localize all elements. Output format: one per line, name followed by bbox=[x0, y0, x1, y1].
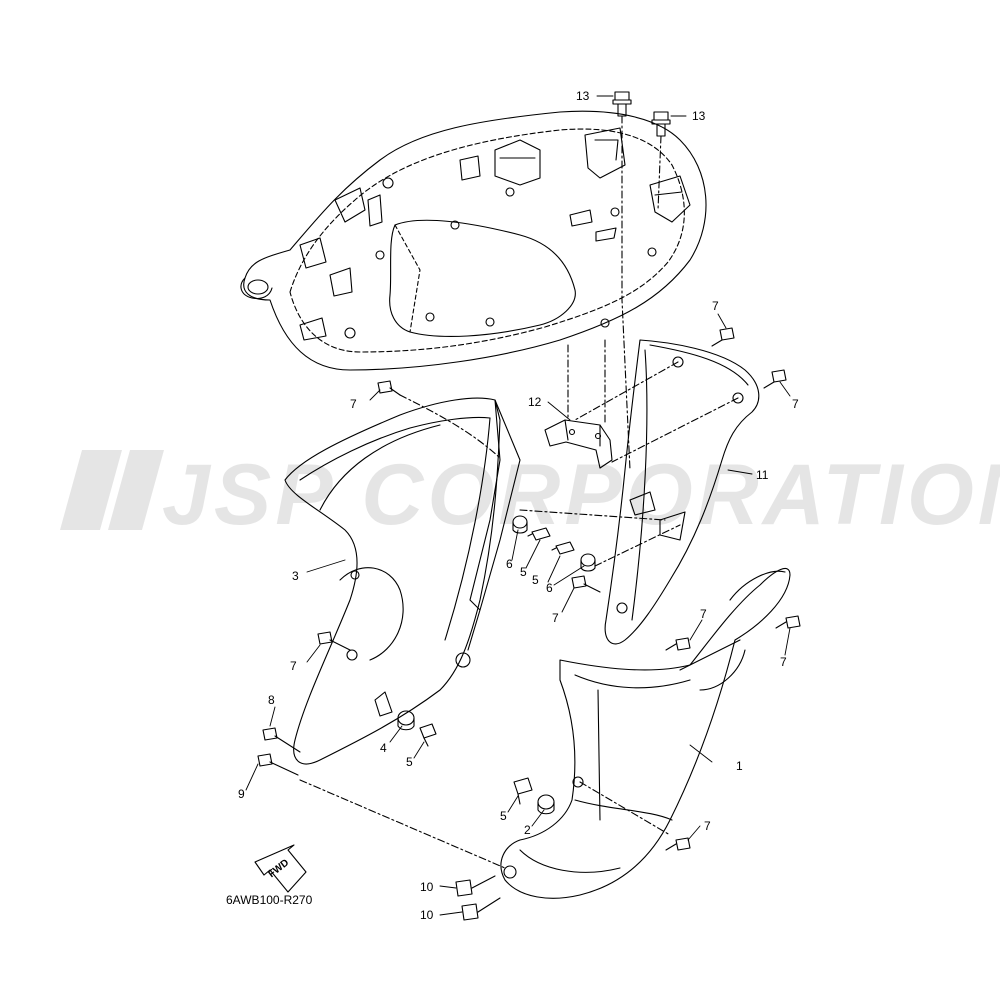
callout-7-bottom-low: 7 bbox=[704, 819, 711, 833]
bottom-cowling-1 bbox=[500, 567, 791, 899]
callout-7-bottom-mid: 7 bbox=[700, 607, 707, 621]
callout-13-right: 13 bbox=[692, 109, 706, 123]
bolt-13-right bbox=[651, 111, 671, 137]
callout-9: 9 bbox=[238, 787, 245, 801]
grommet-6-upper bbox=[512, 515, 528, 534]
side-cover-11 bbox=[604, 339, 760, 645]
grommet-4 bbox=[397, 710, 415, 731]
callout-7-bottom-right: 7 bbox=[780, 655, 787, 669]
bolt-7-top-right-side bbox=[763, 369, 787, 389]
callout-6-lower: 6 bbox=[546, 581, 553, 595]
screw-5-mid bbox=[551, 541, 575, 555]
callout-8: 8 bbox=[268, 693, 275, 707]
callout-1: 1 bbox=[736, 759, 743, 773]
callout-7-top-right: 7 bbox=[712, 299, 719, 313]
grommet-2 bbox=[537, 794, 555, 815]
callout-7-left-lower: 7 bbox=[290, 659, 297, 673]
fwd-label: FWD bbox=[266, 857, 291, 880]
callout-2: 2 bbox=[524, 823, 531, 837]
callout-4: 4 bbox=[380, 741, 387, 755]
clip-10-lower bbox=[461, 897, 501, 921]
bolt-13-left bbox=[612, 91, 632, 117]
bolt-9 bbox=[257, 753, 299, 776]
bolt-7-bottom-right bbox=[775, 615, 801, 629]
callout-5-lower-right: 5 bbox=[500, 809, 507, 823]
screw-5-upper bbox=[527, 527, 551, 541]
callout-labels: 13 13 7 7 7 12 11 3 6 5 5 6 7 7 7 7 4 5 … bbox=[238, 89, 799, 922]
callout-10-upper: 10 bbox=[420, 880, 434, 894]
bolt-7-center bbox=[571, 575, 601, 593]
bolt-7-left-upper bbox=[377, 380, 401, 396]
bracket-12 bbox=[544, 419, 613, 469]
grommet-6-lower bbox=[580, 553, 596, 572]
diagram-code: 6AWB100-R270 bbox=[226, 893, 313, 907]
bolt-7-bottom-mid bbox=[665, 637, 691, 651]
side-cover-3 bbox=[284, 397, 521, 765]
callout-11: 11 bbox=[756, 468, 769, 482]
fwd-arrow-icon bbox=[254, 844, 307, 893]
callout-5-lower-left: 5 bbox=[406, 755, 413, 769]
callout-3: 3 bbox=[292, 569, 299, 583]
top-cowling bbox=[240, 110, 707, 371]
callout-5-mid: 5 bbox=[532, 573, 539, 587]
callout-5-upper: 5 bbox=[520, 565, 527, 579]
callout-7-right-side: 7 bbox=[792, 397, 799, 411]
callout-12: 12 bbox=[528, 395, 542, 409]
bolt-7-top-right-upper bbox=[711, 327, 735, 347]
bolt-8 bbox=[262, 727, 301, 753]
clip-10-upper bbox=[455, 875, 496, 897]
leader-lines bbox=[245, 95, 791, 916]
bolt-7-bottom-low bbox=[665, 837, 691, 851]
callout-10-lower: 10 bbox=[420, 908, 434, 922]
callout-7-center: 7 bbox=[552, 611, 559, 625]
screw-5-lower-right bbox=[513, 777, 533, 805]
callout-7-left-upper: 7 bbox=[350, 397, 357, 411]
bolt-7-left-lower bbox=[317, 631, 351, 651]
callout-13-left: 13 bbox=[576, 89, 590, 103]
screw-5-lower-left bbox=[419, 723, 437, 747]
callout-6-upper: 6 bbox=[506, 557, 513, 571]
